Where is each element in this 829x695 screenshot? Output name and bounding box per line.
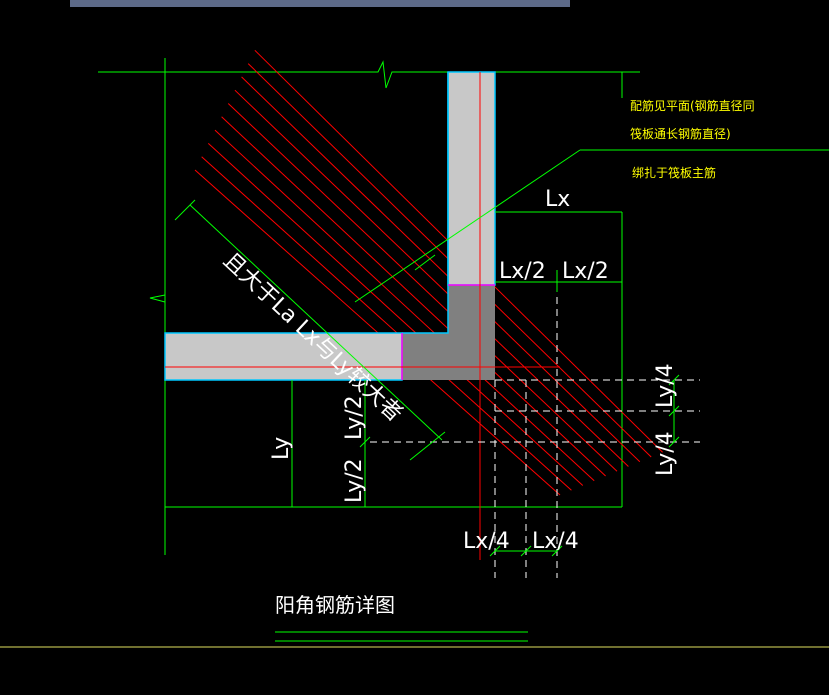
- dim-lx-quarter-1: Lx/4: [463, 529, 510, 554]
- slab-outline: [98, 58, 640, 555]
- diagonal-rebar: [214, 129, 595, 482]
- dim-ly-quarter-2: Ly/4: [653, 431, 678, 476]
- dim-ly-half-2: Ly/2: [342, 458, 367, 503]
- wall-inner-edge: [402, 72, 449, 334]
- diagonal-rebar: [241, 76, 641, 463]
- diagonal-rebar: [201, 156, 572, 491]
- dim-ly-half-1: Ly/2: [342, 395, 367, 440]
- vertical-wall: [447, 71, 496, 286]
- window-title-bar: [70, 0, 570, 7]
- dim-ly-quarter-1: Ly/4: [653, 363, 678, 408]
- dimension-lines: [174, 149, 829, 557]
- dim-ly: Ly: [269, 437, 294, 460]
- diagonal-rebar: [234, 89, 629, 467]
- note-line-3: 绑扎于筏板主筋: [632, 165, 716, 180]
- note-line-1: 配筋见平面(钢筋直径同: [630, 98, 755, 113]
- dim-lx-half-1: Lx/2: [499, 259, 546, 284]
- note-line-2: 筏板通长钢筋直径): [630, 126, 731, 141]
- drawing-title: 阳角钢筋详图: [275, 593, 395, 617]
- dim-lx-quarter-2: Lx/4: [532, 529, 579, 554]
- diagonal-rebar: [221, 116, 606, 477]
- dim-lx: Lx: [545, 187, 570, 212]
- title-underline: [275, 631, 528, 642]
- horizontal-wall: [164, 332, 403, 381]
- wall-group: [164, 71, 560, 560]
- diagonal-rebar: [207, 143, 584, 486]
- diagonal-rebar: [227, 103, 618, 472]
- dashed-grid: [370, 285, 700, 578]
- dim-lx-half-2: Lx/2: [562, 259, 609, 284]
